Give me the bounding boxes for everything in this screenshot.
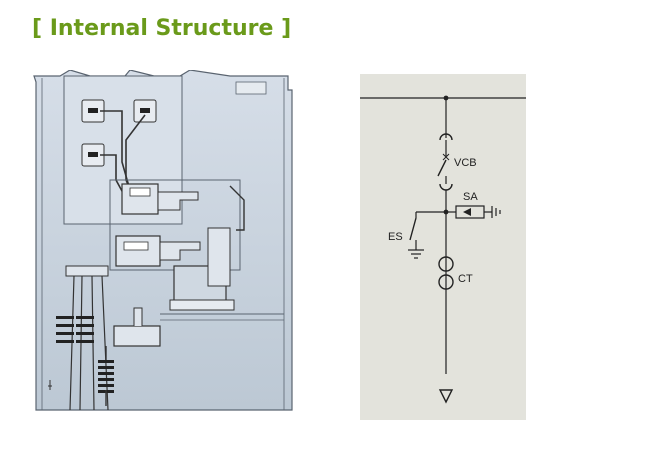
cable-termination-symbol xyxy=(438,389,454,404)
vcb-blade xyxy=(437,159,447,177)
earthing-switch-lever xyxy=(133,307,143,326)
switchgear-cross-section xyxy=(33,70,293,411)
cable-insulator-right xyxy=(76,316,94,343)
es-label: ES xyxy=(388,231,403,243)
page-title: [ Internal Structure ] xyxy=(32,16,292,41)
ct-upper-coil xyxy=(438,256,454,272)
circuit-breaker-lower-contact xyxy=(115,235,161,267)
vcb-label: VCB xyxy=(454,157,477,169)
earthing-switch-blade xyxy=(409,217,417,241)
ct-label: CT xyxy=(458,273,473,285)
cable-insulator-left xyxy=(56,316,74,343)
sld-background xyxy=(360,74,526,420)
ct-lower-coil xyxy=(438,274,454,290)
single-line-diagram: VCB SA ES CT xyxy=(360,74,526,420)
sa-label: SA xyxy=(463,191,478,203)
